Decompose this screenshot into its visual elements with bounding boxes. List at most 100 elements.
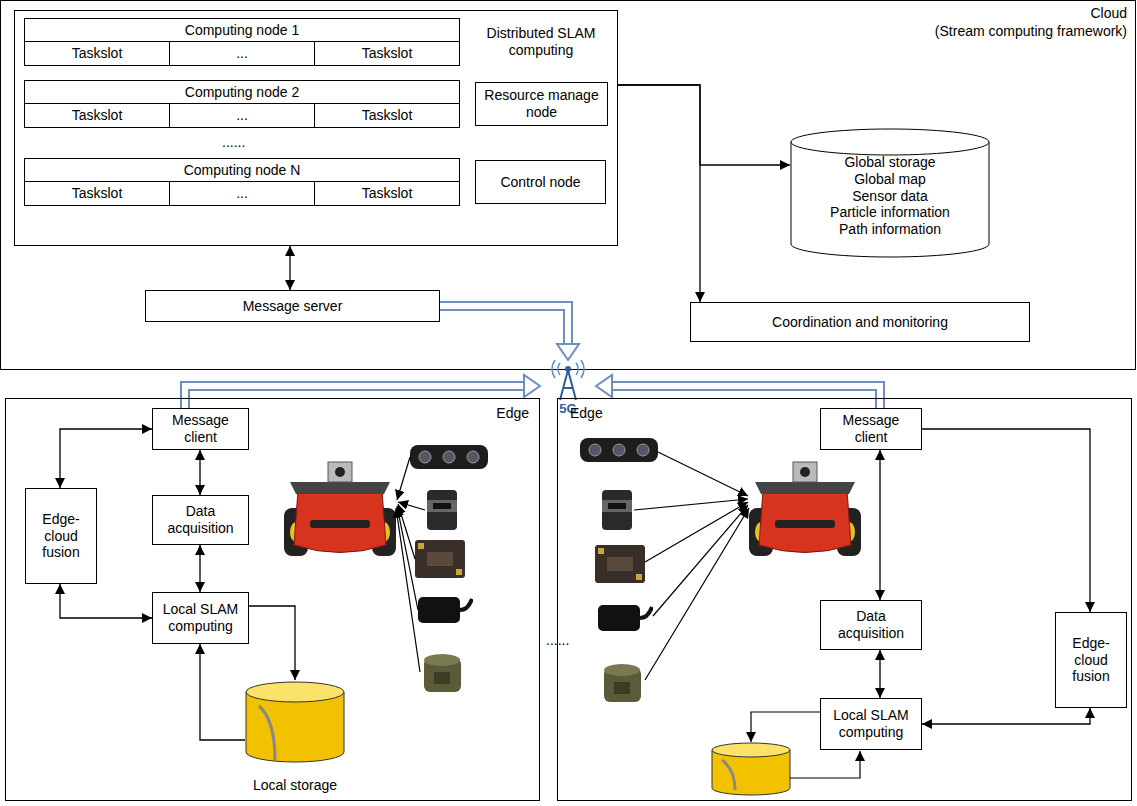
data-flow-arrow (200, 644, 245, 740)
node-text: Computing node N (25, 159, 459, 181)
taskslot-cell: Taskslot (24, 41, 170, 66)
process-box: Local SLAM computing (820, 698, 922, 750)
data-flow-arrow (880, 650, 881, 698)
node-text: Computing node 1 (25, 19, 459, 41)
camera-sensor (410, 445, 488, 469)
node-text: Edge-cloud fusion (1060, 635, 1122, 685)
node-text: Particle information (830, 204, 950, 221)
node-text: Taskslot (362, 45, 413, 62)
connector-line (922, 708, 1090, 724)
ellipsis-label: ...... (222, 134, 245, 151)
process-box: Local SLAM computing (152, 592, 249, 644)
storage-cylinder: Local storage (245, 680, 345, 796)
data-flow-arrow (200, 545, 201, 592)
mast (560, 370, 576, 400)
connector-line (60, 429, 152, 488)
computing-node-box: Taskslot...TaskslotComputing node 1 (24, 18, 460, 66)
node-text: Taskslot (72, 185, 123, 202)
region-panel: Taskslot...TaskslotComputing node 1Tasks… (14, 10, 618, 246)
node-text: Message client (825, 412, 917, 446)
imu-sensor (415, 540, 465, 578)
network-link (440, 306, 579, 360)
connector-line (618, 85, 790, 165)
storage-link (790, 751, 860, 778)
computing-node-box: Taskslot...TaskslotComputing node 2 (24, 80, 460, 128)
robot-illustration (284, 462, 396, 556)
node-text: Sensor data (852, 188, 928, 205)
region-panel: Message clientData acquisitionLocal SLAM… (557, 398, 1132, 801)
mast-tip (565, 366, 571, 372)
lidar-sensor (602, 490, 632, 530)
sensor-arrow (658, 452, 748, 496)
heading-text: Global storage (844, 154, 935, 171)
node-text: ... (236, 45, 248, 62)
storage-link (751, 712, 820, 742)
process-box: Edge-cloud fusion (25, 488, 97, 584)
data-flow-arrow (922, 429, 1090, 612)
heading-text: Cloud (1090, 5, 1127, 22)
heading-text: (Stream computing framework) (935, 23, 1127, 40)
cylinder-body (791, 142, 989, 257)
node-text: Taskslot (362, 107, 413, 124)
sensor-arrow (397, 506, 418, 610)
connector-line (618, 85, 700, 302)
node-text: Taskslot (362, 185, 413, 202)
storage-cylinder (712, 743, 790, 795)
connector-line (879, 450, 880, 600)
radio-waves (552, 360, 584, 378)
robot-illustration (749, 462, 861, 556)
node-text: Local SLAM computing (825, 707, 917, 741)
node-text: Message server (243, 298, 343, 315)
connector-line (199, 450, 200, 495)
taskslot-cell: Taskslot (314, 41, 460, 66)
hollow-arrowhead (557, 344, 579, 360)
sensor-arrow (396, 508, 420, 672)
gps-sensor (598, 605, 652, 631)
taskslot-cell: ... (169, 181, 315, 206)
data-flow-arrow (249, 606, 295, 680)
taskslot-cell: ... (169, 41, 315, 66)
process-box: Coordination and monitoring (690, 302, 1030, 342)
heading-text: Edge (570, 405, 603, 422)
node-text: Global map (854, 171, 926, 188)
data-flow-arrow (922, 708, 1090, 724)
taskslot-cell: Taskslot (314, 103, 460, 128)
process-box: Resource manage node (475, 82, 608, 126)
node-text: Edge-cloud fusion (30, 511, 92, 561)
connector-line (199, 545, 200, 592)
hollow-arrowhead (596, 375, 612, 397)
data-flow-arrow (60, 584, 152, 618)
sensor-arrow (645, 508, 749, 680)
sensor-arrow (397, 457, 410, 500)
data-flow-arrow (618, 85, 700, 302)
process-box: Message client (152, 408, 249, 450)
data-flow-arrow (618, 85, 790, 165)
imu-sensor (595, 545, 645, 583)
taskslot-cell: Taskslot (314, 181, 460, 206)
sonar-sensor (424, 654, 461, 692)
taskslot-cell: Taskslot (24, 181, 170, 206)
cylinder-top (246, 682, 344, 702)
link-fill (612, 386, 880, 408)
process-box: Data acquisition (152, 495, 249, 545)
data-flow-arrow (200, 450, 201, 495)
lidar-sensor (427, 490, 457, 530)
node-text: Path information (839, 221, 941, 238)
heading-text: Distributed SLAM computing (477, 25, 605, 59)
process-box: Control node (475, 160, 606, 204)
network-link (185, 375, 540, 408)
node-text: Local SLAM computing (157, 601, 244, 635)
sensor-arrow (634, 499, 748, 510)
sensor-arrow (398, 502, 425, 510)
connector-line (922, 429, 1090, 612)
taskslot-cell: ... (169, 103, 315, 128)
heading-text: Edge (496, 405, 529, 422)
node-text: Control node (500, 174, 580, 191)
cylinder-shade (259, 706, 275, 760)
connector-line (289, 246, 290, 290)
process-box: Message client (820, 408, 922, 450)
cylinder-outline (245, 680, 345, 764)
taskslot-cell: Taskslot (24, 103, 170, 128)
process-box: Edge-cloud fusion (1055, 612, 1127, 708)
connector-line (60, 584, 152, 618)
